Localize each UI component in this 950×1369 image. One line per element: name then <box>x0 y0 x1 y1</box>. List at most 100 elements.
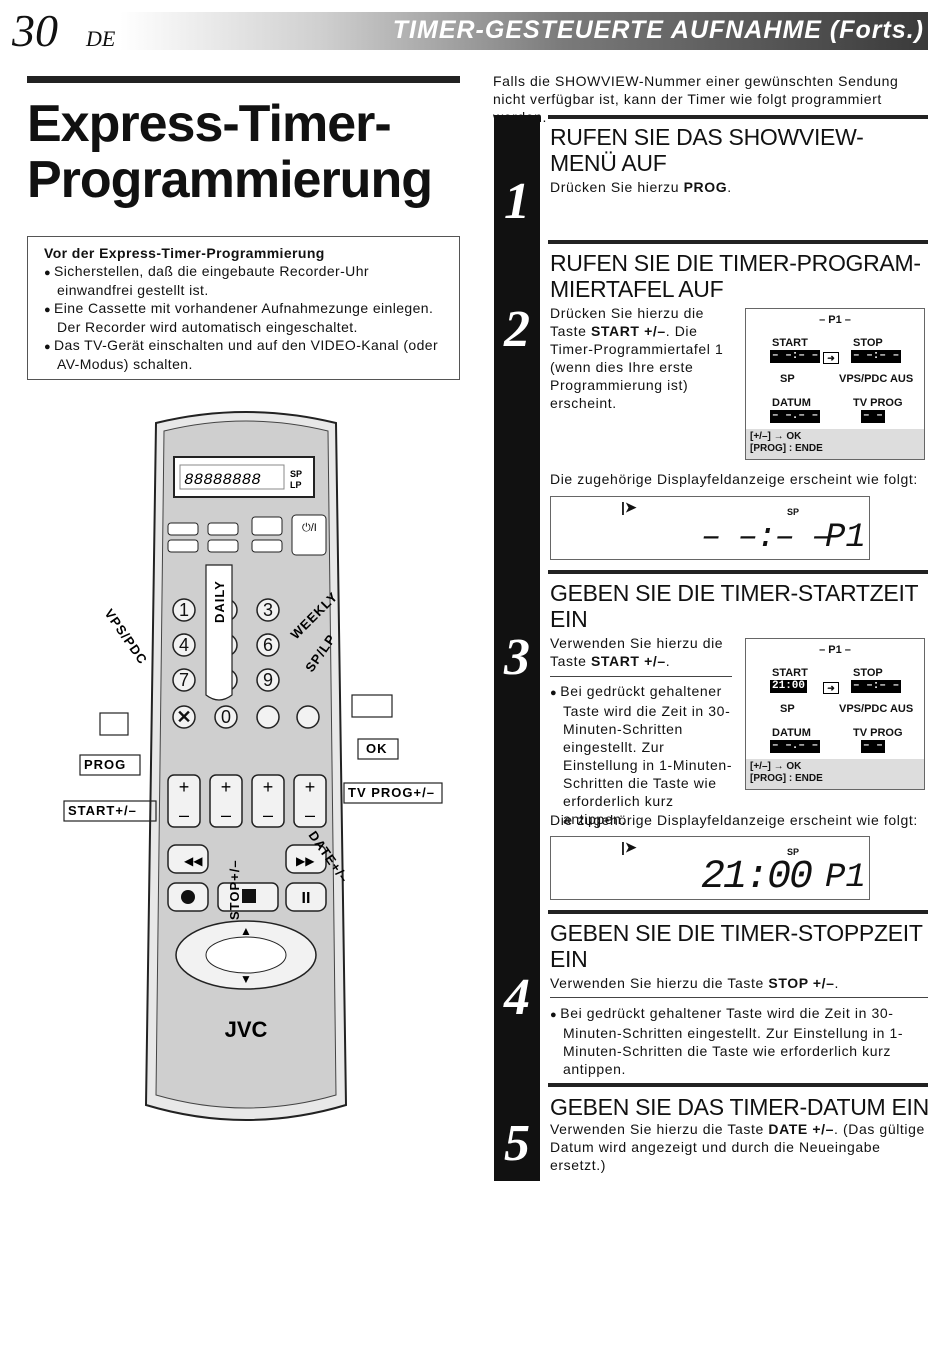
callout-daily: DAILY <box>212 580 227 623</box>
step-text: Drücken Sie hierzu die Taste START +/–. … <box>550 305 724 411</box>
panel-footer: [+/–] → OK[PROG] : ENDE <box>746 759 924 789</box>
divider <box>550 676 732 677</box>
lcd-prog: P1 <box>825 859 866 897</box>
svg-text:+: + <box>263 777 274 797</box>
callout-start: START+/– <box>68 803 137 818</box>
panel-tvprog-value: – – <box>861 740 885 753</box>
remote-lcd-sp: SP <box>290 469 302 479</box>
step-heading: GEBEN SIE DIE TIMER-STARTZEIT EIN <box>550 580 918 632</box>
step-heading: GEBEN SIE DIE TIMER-STOPPZEIT EIN <box>550 920 923 972</box>
step-number: 2 <box>504 301 530 358</box>
step-bar <box>494 115 540 1181</box>
page-title: Express-Timer-Programmierung <box>27 95 433 209</box>
cancel-x-icon: ✕ <box>176 707 191 727</box>
panel-tvprog-label: TV PROG <box>853 727 903 739</box>
arrow-right-icon: ➜ <box>823 682 839 694</box>
callout-vps-pdc: VPS/PDC <box>102 606 151 667</box>
panel-sp: SP <box>780 373 795 385</box>
lcd-sp: SP <box>787 507 800 517</box>
lcd-prog: P1 <box>825 519 866 557</box>
panel-stop-label: STOP <box>853 337 883 349</box>
step-number: 1 <box>504 173 530 230</box>
lcd-time: 21:00 <box>701 855 813 900</box>
preparation-item: Eine Cassette mit vorhandener Aufnahmezu… <box>44 300 449 337</box>
step-bullet: Bei gedrückt gehaltener Taste wird die Z… <box>550 1004 928 1078</box>
panel-stop-value: – –:– – <box>851 680 902 693</box>
preparation-item: Das TV-Gerät einschalten und auf den VID… <box>44 337 449 374</box>
page-number: 30 <box>12 5 58 56</box>
callout-stop: STOP+/– <box>227 859 242 920</box>
panel-stop-label: STOP <box>853 667 883 679</box>
key-7: 7 <box>179 670 189 690</box>
lcd-display: |➤ SP – –:– – P1 <box>550 496 870 560</box>
title-rule <box>27 76 460 83</box>
svg-text:–: – <box>221 805 231 825</box>
timer-panel-screen: – P1 – START STOP 21:00 ➜ – –:– – SP VPS… <box>745 638 925 790</box>
key-9: 9 <box>263 670 273 690</box>
lcd-sp: SP <box>787 847 800 857</box>
step-number: 3 <box>504 629 530 686</box>
svg-text:▼: ▼ <box>240 972 252 986</box>
panel-vps: VPS/PDC AUS <box>839 373 914 385</box>
svg-text:–: – <box>263 805 273 825</box>
step-text: Verwenden Sie hierzu die Taste START +/–… <box>550 635 724 669</box>
preparation-heading: Vor der Express-Timer-Programmierung <box>44 245 325 261</box>
panel-start-value: 21:00 <box>770 680 808 693</box>
preparation-box: Vor der Express-Timer-Programmierung Sic… <box>27 236 460 380</box>
display-caption: Die zugehörige Displayfeldanzeige ersche… <box>550 812 918 828</box>
key-4: 4 <box>179 635 189 655</box>
svg-text:◀◀: ◀◀ <box>184 854 203 868</box>
header-bar <box>120 12 928 50</box>
key-6: 6 <box>263 635 273 655</box>
step-text: Verwenden Sie hierzu die Taste DATE +/–.… <box>550 1121 925 1173</box>
step-bullet: Bei gedrückt gehaltener Taste wird die Z… <box>550 682 735 828</box>
display-caption: Die zugehörige Displayfeldanzeige ersche… <box>550 471 918 487</box>
step-heading: GEBEN SIE DAS TIMER-DATUM EIN <box>550 1094 929 1120</box>
step-number: 4 <box>504 969 530 1026</box>
step-rule <box>548 115 928 119</box>
panel-datum-label: DATUM <box>772 727 811 739</box>
brand-logo: JVC <box>225 1017 268 1042</box>
step-rule <box>548 910 928 914</box>
panel-vps: VPS/PDC AUS <box>839 703 914 715</box>
key-1: 1 <box>179 600 189 620</box>
panel-stop-value: – –:– – <box>851 350 902 363</box>
panel-tvprog-value: – – <box>861 410 885 423</box>
panel-start-label: START <box>772 337 808 349</box>
panel-tvprog-label: TV PROG <box>853 397 903 409</box>
svg-text:–: – <box>179 805 189 825</box>
section-title: TIMER-GESTEUERTE AUFNAHME (Forts.) <box>392 16 924 44</box>
svg-text:–: – <box>305 805 315 825</box>
arrow-right-icon: ➜ <box>823 352 839 364</box>
language-code: DE <box>86 26 116 51</box>
preparation-item: Sicherstellen, daß die eingebaute Record… <box>44 263 449 300</box>
key-0: 0 <box>221 707 231 727</box>
lcd-display: |➤ SP 21:00 P1 <box>550 836 870 900</box>
callout-prog: PROG <box>84 757 126 772</box>
step-rule <box>548 1083 928 1087</box>
panel-start-value: – –:– – <box>770 350 821 363</box>
svg-text:▲: ▲ <box>240 924 252 938</box>
callout-tv-prog: TV PROG+/– <box>348 785 435 800</box>
svg-text:II: II <box>302 890 311 907</box>
step-rule <box>548 570 928 574</box>
svg-text:+: + <box>305 777 316 797</box>
power-icon: ⏻/I <box>302 522 317 534</box>
step-text: Verwenden Sie hierzu die Taste STOP +/–. <box>550 975 840 991</box>
panel-datum-value: – –.– – <box>770 740 821 753</box>
lcd-time: – –:– – <box>701 519 832 557</box>
remote-lcd-lp: LP <box>290 480 302 490</box>
intro-text: Falls die SHOWVIEW-Nummer einer gewünsch… <box>493 73 899 125</box>
svg-text:+: + <box>179 777 190 797</box>
panel-datum-value: – –.– – <box>770 410 821 423</box>
panel-sp: SP <box>780 703 795 715</box>
step-rule <box>548 240 928 244</box>
svg-text:+: + <box>221 777 232 797</box>
svg-text:▶▶: ▶▶ <box>296 854 315 868</box>
callout-ok: OK <box>366 741 388 756</box>
remote-control-illustration: 88888888 SP LP ⏻/I 1 3 4 6 7 9 0 ✕ <box>63 411 443 1121</box>
panel-start-label: START <box>772 667 808 679</box>
timer-panel-screen: – P1 – START STOP – –:– – ➜ – –:– – SP V… <box>745 308 925 460</box>
step-number: 5 <box>504 1115 530 1172</box>
divider <box>550 997 928 998</box>
